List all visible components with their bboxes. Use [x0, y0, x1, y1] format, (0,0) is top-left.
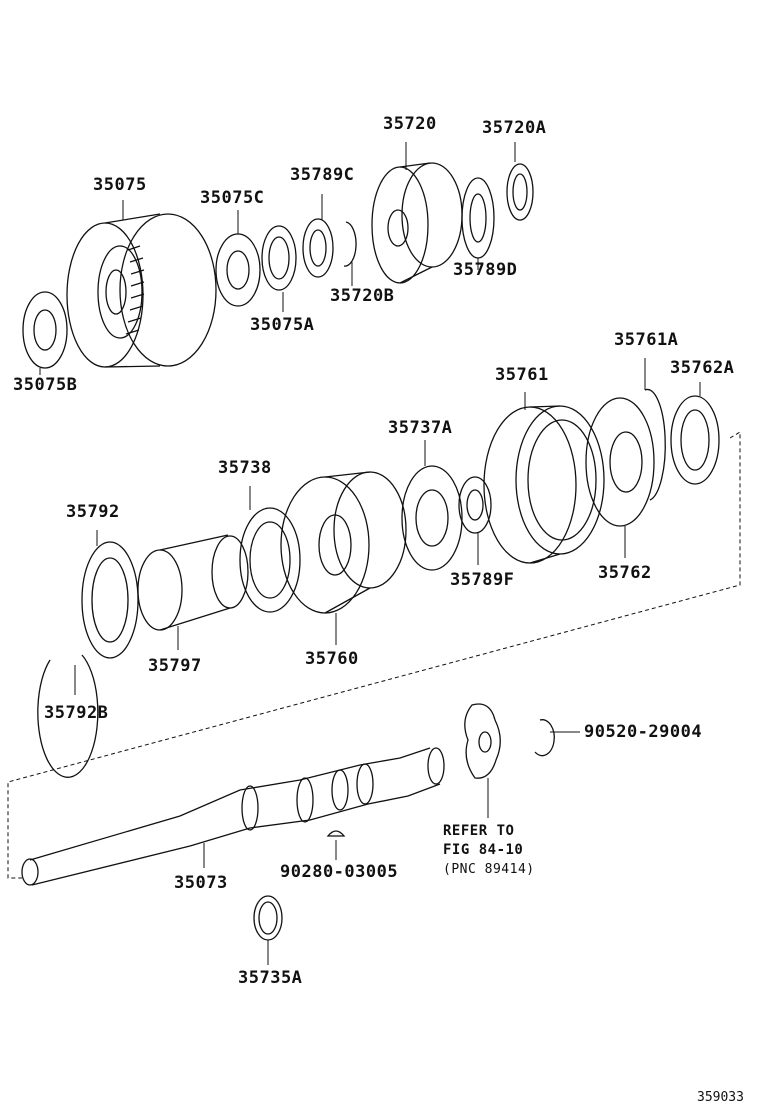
label-35720A: 35720A	[482, 118, 547, 138]
label-35760: 35760	[305, 649, 359, 669]
label-35737A: 35737A	[388, 418, 453, 438]
label-35792B: 35792B	[44, 703, 109, 723]
refer-note-line1: REFER TO	[443, 823, 515, 839]
part-35738-ring	[240, 508, 300, 612]
part-35760-gear	[281, 472, 406, 613]
part-90520-29004-snap-ring	[535, 720, 554, 756]
refer-note-line3: (PNC 89414)	[443, 862, 535, 877]
label-35075B: 35075B	[13, 375, 78, 395]
part-35073-shaft	[22, 748, 444, 885]
label-35720: 35720	[383, 114, 437, 134]
refer-note: REFER TO FIG 84-10 (PNC 89414)	[443, 822, 535, 879]
part-90280-03005-key	[328, 831, 344, 836]
part-35075C-washer	[216, 234, 260, 306]
part-35792-bearing	[82, 542, 138, 658]
part-35792B-snap-ring	[38, 655, 98, 777]
dashed-boundary	[8, 432, 740, 878]
label-35761: 35761	[495, 365, 549, 385]
part-35075-drum	[67, 214, 216, 367]
label-35789D: 35789D	[453, 260, 518, 280]
label-90520-29004: 90520-29004	[584, 722, 703, 742]
label-35075: 35075	[93, 175, 147, 195]
part-35797-sleeve	[138, 535, 248, 630]
part-35789D-washer	[462, 178, 494, 258]
figure-id: 359033	[697, 1090, 744, 1105]
part-referenced-gear	[465, 704, 500, 778]
part-35720-carrier	[372, 163, 462, 283]
label-35762A: 35762A	[670, 358, 735, 378]
part-35761A-snap-ring	[645, 389, 665, 500]
part-35735A-ring	[254, 896, 282, 940]
label-35073: 35073	[174, 873, 228, 893]
label-35738: 35738	[218, 458, 272, 478]
label-35735A: 35735A	[238, 968, 303, 988]
part-35762-hub	[586, 398, 654, 526]
leader-lines	[40, 142, 700, 965]
label-35762: 35762	[598, 563, 652, 583]
refer-note-line2: FIG 84-10	[443, 842, 524, 858]
part-35720A-bearing	[507, 164, 533, 220]
label-35797: 35797	[148, 656, 202, 676]
label-35789F: 35789F	[450, 570, 515, 590]
part-35761-ring-gear	[484, 406, 604, 563]
label-35792: 35792	[66, 502, 120, 522]
part-35789F-washer	[459, 477, 491, 533]
part-35762A-bearing	[671, 396, 719, 484]
part-35789C-washer	[303, 219, 333, 277]
label-35075A: 35075A	[250, 315, 315, 335]
part-35720B-snap-ring	[344, 222, 356, 266]
label-35720B: 35720B	[330, 286, 395, 306]
label-35789C: 35789C	[290, 165, 355, 185]
label-90280-03005: 90280-03005	[280, 862, 399, 882]
label-35075C: 35075C	[200, 188, 265, 208]
part-35737A-washer	[402, 466, 462, 570]
part-35075B-washer	[23, 292, 67, 368]
part-35075A-bearing	[262, 226, 296, 290]
label-35761A: 35761A	[614, 330, 679, 350]
